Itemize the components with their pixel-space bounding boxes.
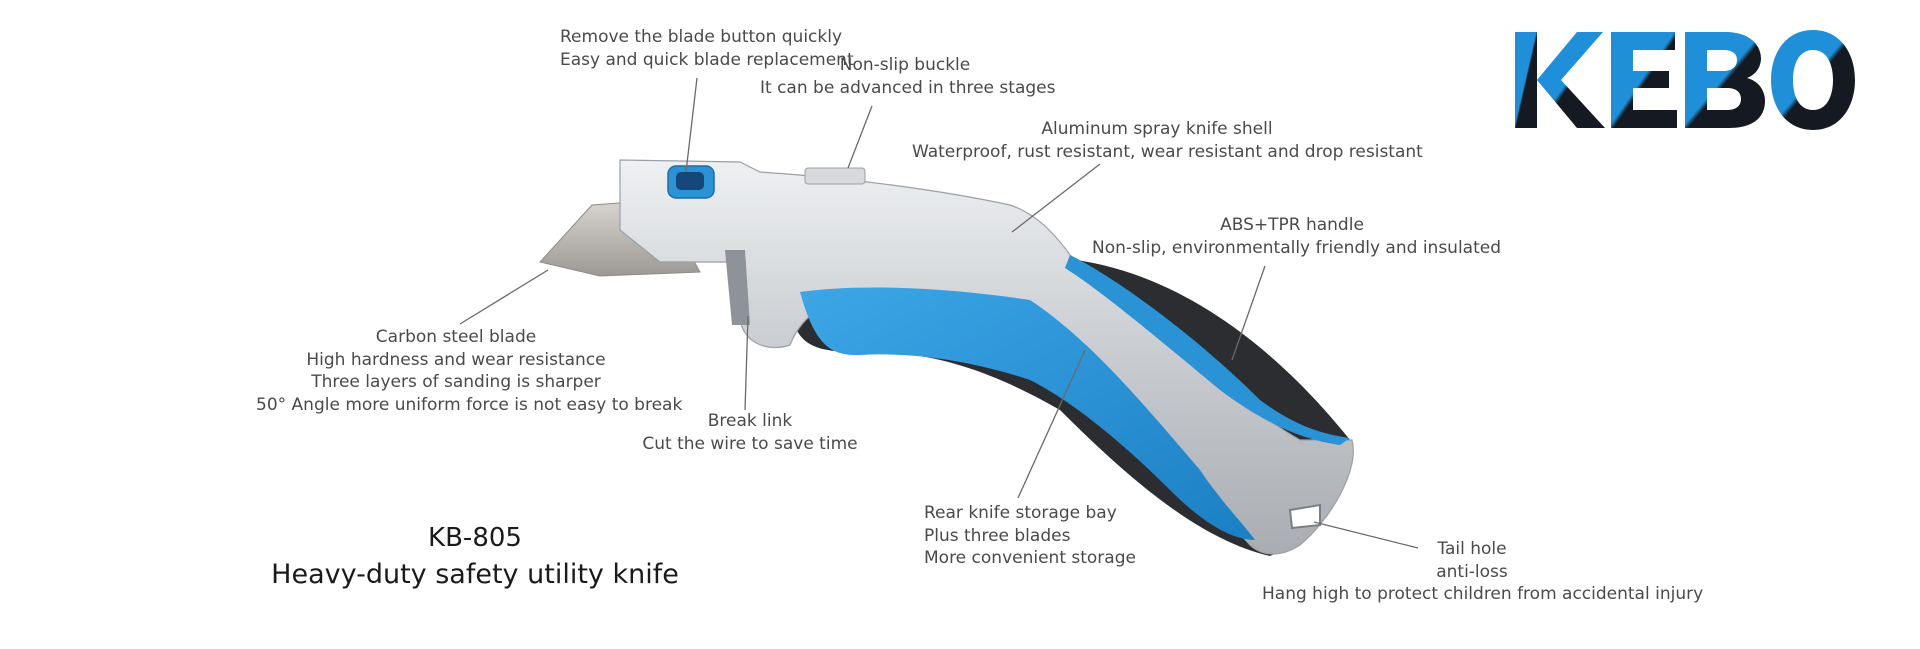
blue-top-strip (1065, 255, 1350, 445)
callout-line: Break link (707, 411, 793, 431)
callout-line: Easy and quick blade replacement (560, 49, 854, 70)
callout-line: anti-loss (1436, 561, 1508, 582)
kebo-logo (1515, 30, 1855, 130)
callout-line: Plus three blades (924, 525, 1071, 546)
callout-handle: ABS+TPR handle Non-slip, environmentally… (1092, 214, 1502, 259)
callout-line: Waterproof, rust resistant, wear resista… (912, 141, 1423, 162)
product-title-block: KB-805 Heavy-duty safety utility knife (260, 520, 690, 594)
callout-line: Aluminum spray knife shell (1041, 119, 1273, 139)
callout-line: It can be advanced in three stages (760, 77, 1056, 98)
callout-shell: Aluminum spray knife shell Waterproof, r… (912, 118, 1423, 163)
callout-line: Three layers of sanding is sharper (311, 372, 601, 392)
callout-break-link: Break link Cut the wire to save time (640, 410, 860, 455)
blue-handle-insert (800, 287, 1255, 540)
callout-line: Non-slip buckle (839, 55, 971, 75)
callout-line: 50° Angle more uniform force is not easy… (256, 394, 683, 415)
slider-buckle (804, 167, 866, 185)
callout-line: Hang high to protect children from accid… (1262, 584, 1704, 604)
tail-hole (1288, 503, 1321, 530)
callout-storage: Rear knife storage bay Plus three blades… (924, 502, 1136, 570)
callout-line: Non-slip, environmentally friendly and i… (1092, 237, 1502, 258)
callout-blade-button: Remove the blade button quickly Easy and… (560, 26, 854, 71)
callout-line: More convenient storage (924, 548, 1136, 568)
callout-blade: Carbon steel blade High hardness and wea… (256, 326, 683, 416)
callout-line: ABS+TPR handle (1220, 215, 1364, 235)
callout-line: Remove the blade button quickly (560, 27, 843, 47)
break-link-notch (725, 250, 750, 325)
callout-line: Carbon steel blade (375, 327, 537, 347)
callout-line: Cut the wire to save time (642, 433, 858, 454)
callout-tail-hole: Tail hole anti-loss Hang high to protect… (1262, 538, 1704, 606)
callout-line: Rear knife storage bay (924, 503, 1117, 523)
callout-buckle: Non-slip buckle It can be advanced in th… (760, 54, 1056, 99)
callout-line: Tail hole (1437, 539, 1507, 559)
product-subtitle: Heavy-duty safety utility knife (271, 559, 679, 590)
callout-line: High hardness and wear resistance (306, 349, 606, 370)
product-model: KB-805 (428, 523, 522, 553)
